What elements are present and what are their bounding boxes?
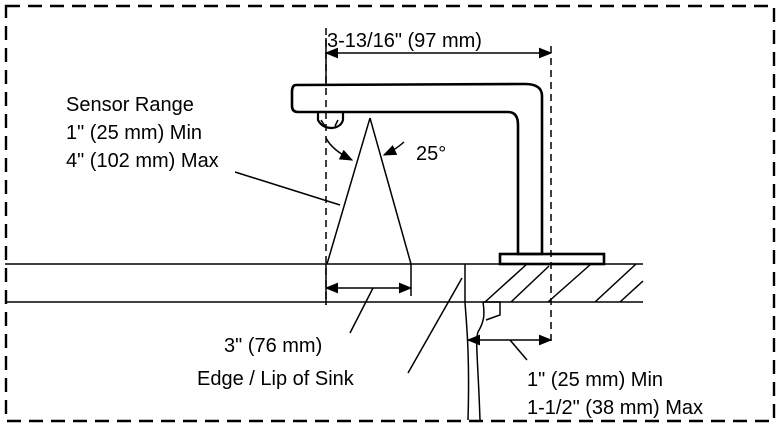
- countertop: [5, 263, 644, 303]
- label-sensor-range-title: Sensor Range: [66, 94, 194, 116]
- label-setback-min: 1" (25 mm) Min: [527, 369, 663, 391]
- faucet-body: [290, 82, 606, 266]
- label-edge-lip: Edge / Lip of Sink: [197, 368, 355, 390]
- leader-spray-width: [349, 287, 374, 334]
- label-setback-max: 1-1/2" (38 mm) Max: [527, 397, 703, 419]
- label-angle: 25°: [416, 143, 446, 165]
- leader-edge-lip: [407, 277, 463, 374]
- dashed-border: [4, 4, 776, 423]
- sensor-cone: [326, 117, 412, 265]
- label-sensor-range-max: 4" (102 mm) Max: [66, 150, 219, 172]
- leader-sensor-range: [234, 171, 341, 206]
- label-spray-width: 3" (76 mm): [224, 335, 322, 357]
- angle-arc-left: [325, 137, 354, 161]
- angle-arc-right: [382, 141, 405, 156]
- sink-lip: [464, 264, 501, 421]
- label-sensor-range-min: 1" (25 mm) Min: [66, 122, 202, 144]
- leader-setback: [509, 339, 528, 361]
- reference-lines: [325, 28, 552, 345]
- label-spout-width: 3-13/16" (97 mm): [327, 30, 482, 52]
